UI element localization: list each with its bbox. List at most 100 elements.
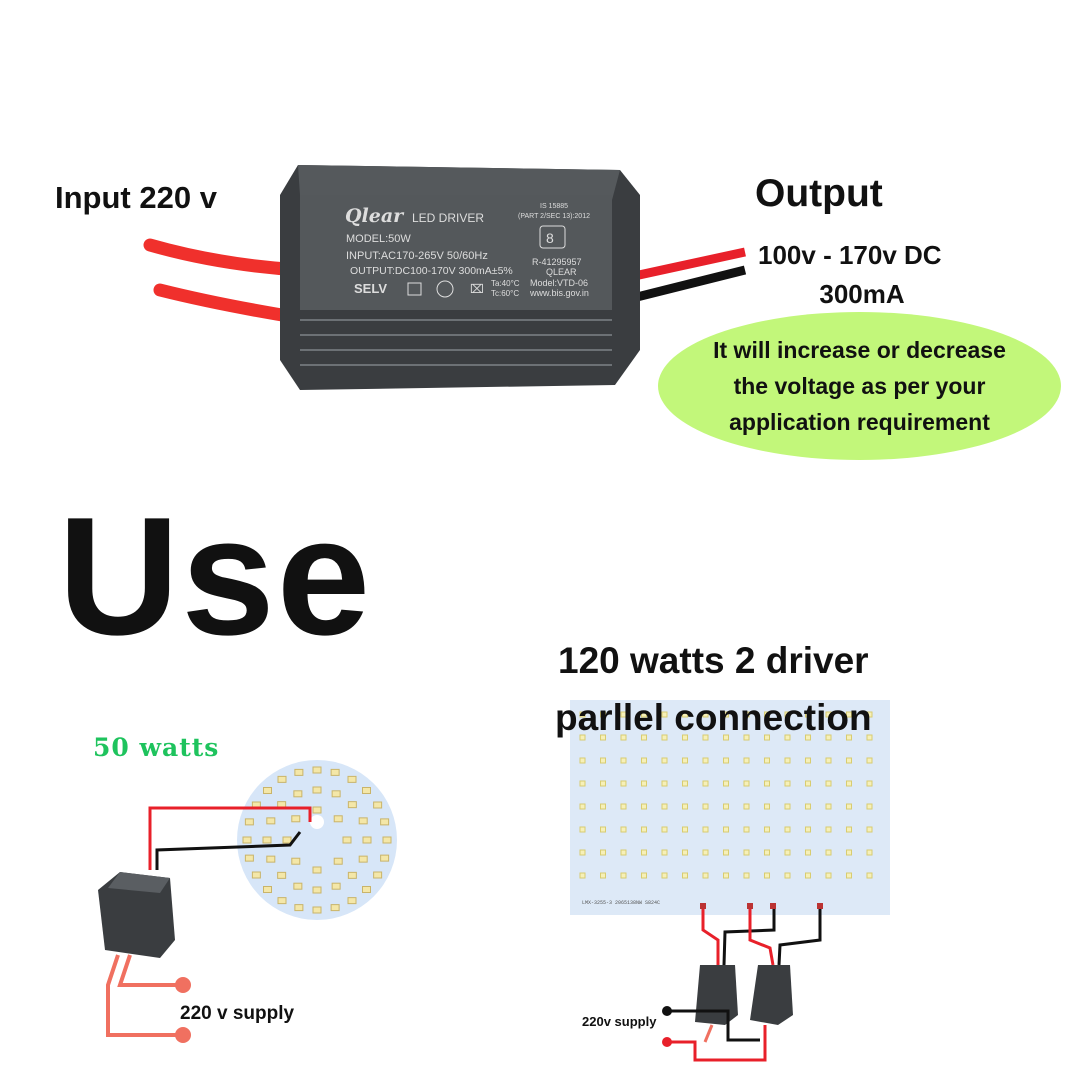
led-chip — [661, 734, 668, 741]
led-chip — [764, 826, 770, 833]
led-chip — [702, 803, 709, 810]
bubble-line: the voltage as per your — [733, 373, 986, 399]
output-wires — [623, 247, 747, 305]
led-chip — [682, 734, 688, 741]
led-chip — [723, 826, 729, 833]
led-chip — [866, 711, 873, 718]
led-chip — [825, 757, 832, 764]
led-chip — [723, 872, 729, 879]
led-chip — [312, 886, 322, 894]
supply-terminal-left-2 — [175, 1027, 191, 1043]
led-chip — [579, 711, 586, 718]
output-label: Output — [755, 172, 883, 215]
driver-model-code-text: Model:VTD-06 — [530, 278, 588, 288]
led-chip — [382, 836, 392, 844]
led-chip — [846, 711, 852, 718]
led-chip — [331, 882, 341, 890]
led-chip — [620, 849, 627, 856]
led-chip — [266, 817, 276, 825]
led-chip — [312, 786, 322, 794]
right-driver-1-image — [695, 965, 738, 1025]
led-chip — [682, 757, 688, 764]
input-label: Input 220 v — [55, 180, 217, 215]
led-chip — [244, 854, 254, 862]
led-chip — [723, 757, 729, 764]
led-chip — [784, 872, 791, 879]
led-chip — [743, 711, 750, 718]
led-driver-image: Qlear LED DRIVER MODEL:50W INPUT:AC170-2… — [280, 165, 640, 390]
led-chip — [361, 885, 371, 893]
led-chip — [620, 780, 627, 787]
isi-mark-icon — [539, 225, 566, 249]
driver-ta-text: Ta:40°C — [491, 279, 520, 288]
led-chip — [743, 872, 750, 879]
driver-product-text: LED DRIVER — [412, 211, 484, 225]
led-chip — [347, 871, 357, 879]
led-chip — [347, 775, 357, 783]
led-chip — [358, 855, 368, 863]
led-chip — [661, 711, 668, 718]
led-chip — [784, 734, 791, 741]
led-chip — [784, 849, 791, 856]
led-chip — [764, 849, 770, 856]
led-chip — [251, 871, 261, 879]
led-chip — [846, 826, 852, 833]
led-chip — [347, 897, 357, 905]
led-chip — [805, 803, 811, 810]
right-title-line2: parllel connection — [555, 697, 872, 738]
led-chip — [294, 904, 304, 912]
driver-input-text: INPUT:AC170-265V 50/60Hz — [346, 250, 488, 262]
driver-reg-name-text: QLEAR — [546, 267, 577, 277]
led-chip — [846, 780, 852, 787]
led-chip — [723, 849, 729, 856]
led-chip — [743, 849, 750, 856]
led-chip — [825, 849, 832, 856]
led-chip — [825, 780, 832, 787]
led-chip — [294, 768, 304, 776]
brand-logo: Qlear — [345, 205, 405, 227]
led-chip — [784, 757, 791, 764]
led-chip — [682, 872, 688, 879]
led-chip — [312, 866, 322, 874]
led-chip — [866, 872, 873, 879]
led-chip — [825, 734, 832, 741]
led-chip — [682, 826, 688, 833]
led-chip — [805, 757, 811, 764]
led-chip — [347, 801, 357, 809]
led-chip — [291, 815, 301, 823]
led-chip — [805, 711, 811, 718]
driver-tc-text: Tc:60°C — [491, 289, 519, 298]
left-title: 50 watts — [93, 733, 220, 762]
led-chip — [373, 871, 383, 879]
info-bubble: It will increase or decrease the voltage… — [658, 312, 1061, 460]
right-title-line1: 120 watts 2 driver — [558, 640, 869, 681]
led-chip — [866, 826, 873, 833]
output-current-label: 300mA — [819, 279, 905, 309]
led-chip — [600, 757, 606, 764]
led-chip — [764, 872, 770, 879]
led-chip — [764, 803, 770, 810]
driver-reg-text: R-41295957 — [532, 257, 582, 267]
led-chip — [846, 757, 852, 764]
led-chip — [620, 872, 627, 879]
led-chip — [661, 826, 668, 833]
led-chip — [641, 803, 647, 810]
led-chip — [266, 855, 276, 863]
led-chip — [641, 849, 647, 856]
led-chip — [866, 780, 873, 787]
led-chip — [661, 849, 668, 856]
led-chip — [702, 734, 709, 741]
led-chip — [743, 757, 750, 764]
led-chip — [866, 734, 873, 741]
led-chip — [866, 849, 873, 856]
led-chip — [743, 826, 750, 833]
led-chip — [293, 790, 303, 798]
bubble-line: It will increase or decrease — [713, 337, 1006, 363]
right-wiring — [662, 909, 822, 1062]
weee-bin-icon: ⌧ — [470, 282, 484, 296]
led-chip — [380, 854, 390, 862]
led-chip — [244, 818, 254, 826]
led-chip — [661, 803, 668, 810]
led-chip — [682, 803, 688, 810]
led-chip — [743, 780, 750, 787]
